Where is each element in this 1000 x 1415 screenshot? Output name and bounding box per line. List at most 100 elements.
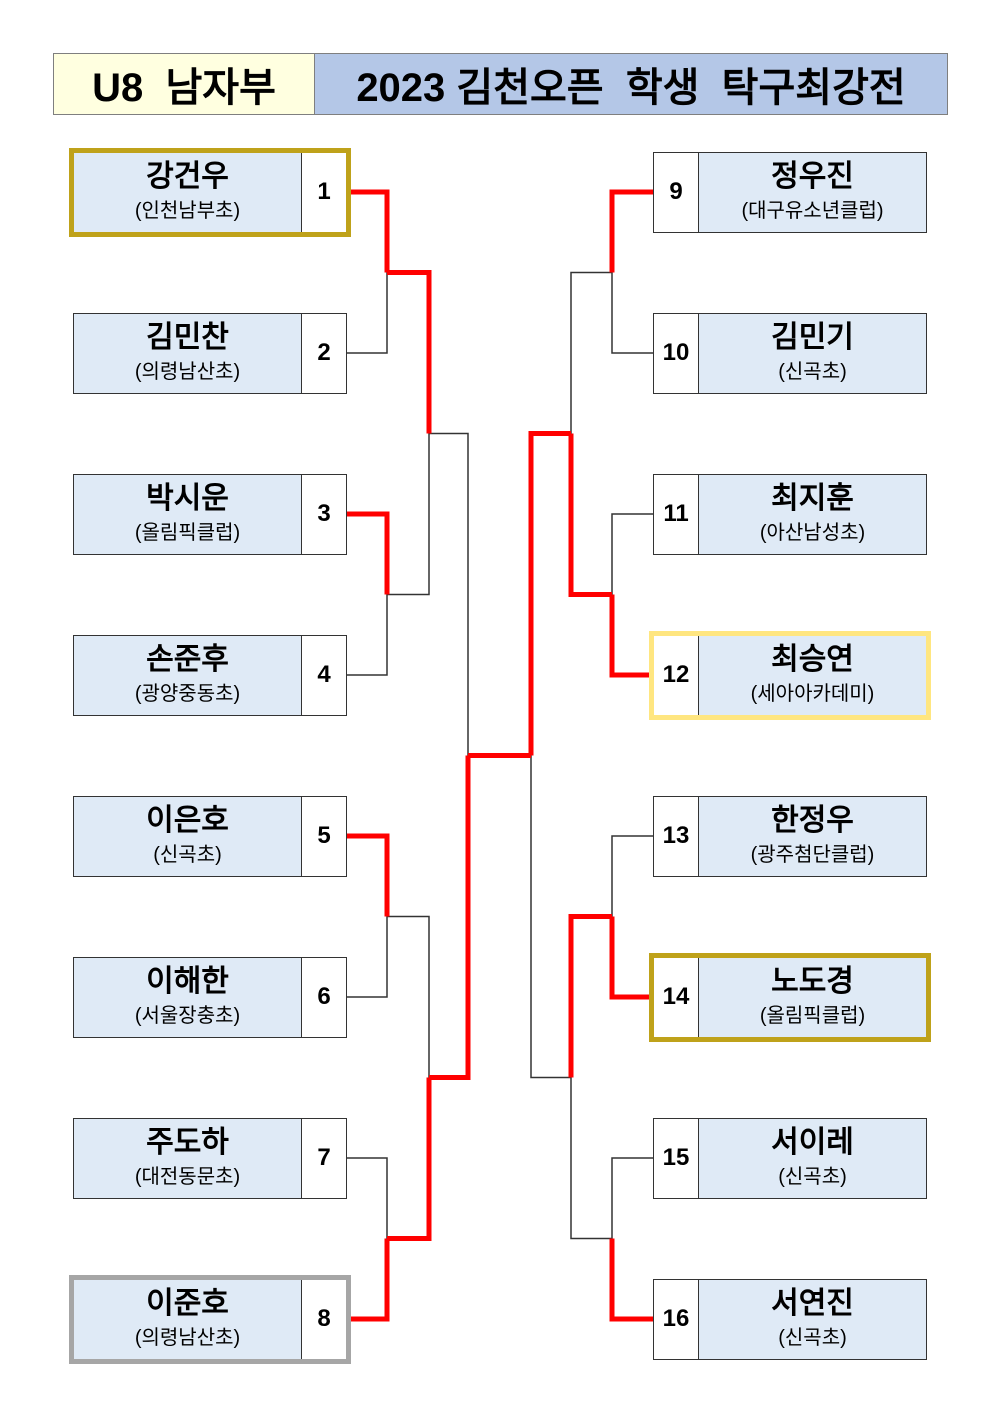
player-seed: 2 <box>317 339 331 366</box>
division-label: U8 남자부 <box>53 53 315 115</box>
player-club: (올림픽클럽) <box>759 1005 866 1027</box>
player-club: (광양중동초) <box>134 683 241 705</box>
player-seed: 4 <box>317 661 331 688</box>
player-name: 박시운 <box>146 482 229 515</box>
bracket-line-r16 <box>609 189 653 273</box>
player-seed: 3 <box>317 500 331 527</box>
bracket-line-r16 <box>347 1157 388 1239</box>
player-name-box: 이준호 (의령남산초) <box>74 1279 302 1359</box>
player-7: 주도하 (대전동문초) 7 <box>73 1117 347 1199</box>
player-12: 12 최승연(세아아카데미) <box>653 634 927 716</box>
bracket-line-r16 <box>347 833 390 917</box>
bracket-line-r16 <box>611 1157 653 1239</box>
bracket-line-r16 <box>611 835 653 917</box>
player-name: 손준후 <box>146 643 229 676</box>
player-name-box: 이해한(서울장충초) <box>74 957 302 1037</box>
player-club: (올림픽클럽) <box>134 522 241 544</box>
bracket-line-r16 <box>609 1238 653 1322</box>
player-club: (세아아카데미) <box>750 683 875 705</box>
bracket-line-sf <box>429 432 469 756</box>
player-name-box: 한정우 (광주첨단클럽) <box>698 796 926 876</box>
bracket-line-sf <box>429 755 471 1080</box>
bracket-line-r16 <box>609 916 653 1000</box>
player-club: (신곡초) <box>778 1327 847 1349</box>
player-name-box: 정우진 (대구유소년클럽) <box>698 152 926 232</box>
bracket-line-qf <box>387 915 430 1078</box>
player-club: (대전동문초) <box>134 1166 241 1188</box>
player-name: 노도경 <box>771 965 854 998</box>
bracket-line-r16 <box>347 272 388 354</box>
bracket-line-qf <box>387 270 432 434</box>
player-club: (의령남산초) <box>134 361 241 383</box>
player-name-box: 강건우(인천남부초) <box>74 152 302 232</box>
title-text: 2023 김천오픈 학생 탁구최강전 <box>356 66 906 110</box>
player-10: 10 김민기(신곡초) <box>653 312 927 394</box>
player-16: 16 서연진(신곡초) <box>653 1278 927 1360</box>
player-name-box: 주도하 (대전동문초) <box>74 1118 302 1198</box>
player-club: (신곡초) <box>778 1166 847 1188</box>
player-club: (아산남성초) <box>759 522 866 544</box>
player-name-box: 노도경 (올림픽클럽) <box>698 957 926 1037</box>
bracket-line-qf <box>387 1077 432 1241</box>
bracket-line-r16 <box>347 594 388 676</box>
player-seed: 12 <box>662 661 690 688</box>
player-seed: 7 <box>317 1144 331 1171</box>
bracket-line-qf <box>568 433 612 597</box>
bracket-line-r16 <box>347 916 388 998</box>
player-9: 9 정우진 (대구유소년클럽) <box>653 151 927 233</box>
bracket-line-r16 <box>611 272 653 354</box>
bracket-line-qf <box>387 433 430 596</box>
player-seed: 6 <box>317 983 331 1010</box>
player-seed: 1 <box>317 178 331 205</box>
player-name-box: 박시운 (올림픽클럽) <box>74 474 302 554</box>
player-3: 박시운 (올림픽클럽) 3 <box>73 473 347 555</box>
player-13: 13 한정우 (광주첨단클럽) <box>653 795 927 877</box>
player-15: 15 서이레 (신곡초) <box>653 1117 927 1199</box>
player-name: 정우진 <box>771 160 854 193</box>
player-club: (대구유소년클럽) <box>741 200 884 222</box>
player-1: 강건우(인천남부초) 1 <box>73 151 347 233</box>
player-seed: 9 <box>669 178 683 205</box>
player-2: 김민찬 (의령남산초) 2 <box>73 312 347 394</box>
bracket-line-r16 <box>611 513 653 595</box>
player-name-box: 최승연(세아아카데미) <box>698 635 926 715</box>
player-name: 강건우 <box>146 160 229 193</box>
player-name: 한정우 <box>771 804 854 837</box>
bracket-line-r16 <box>347 1238 390 1322</box>
player-name-box: 최지훈 (아산남성초) <box>698 474 926 554</box>
bracket-line-qf <box>570 271 612 434</box>
player-name: 이해한 <box>146 965 229 998</box>
player-seed: 10 <box>662 339 690 366</box>
bracket-line-r16 <box>609 594 653 678</box>
player-name: 서이레 <box>771 1126 854 1159</box>
bracket-line-r16 <box>347 511 390 595</box>
player-seed: 5 <box>317 822 331 849</box>
player-name-box: 서이레 (신곡초) <box>698 1118 926 1198</box>
player-club: (신곡초) <box>153 844 222 866</box>
player-4: 손준후 (광양중동초) 4 <box>73 634 347 716</box>
bracket-line-qf <box>568 914 612 1078</box>
player-name-box: 김민찬 (의령남산초) <box>74 313 302 393</box>
player-name-box: 김민기(신곡초) <box>698 313 926 393</box>
division-text: U8 남자부 <box>92 66 276 110</box>
player-seed: 16 <box>662 1305 690 1332</box>
player-name: 김민찬 <box>146 321 229 354</box>
tournament-title: 2023 김천오픈 학생 탁구최강전 <box>314 53 948 115</box>
player-name: 주도하 <box>146 1126 229 1159</box>
player-name-box: 손준후 (광양중동초) <box>74 635 302 715</box>
player-6: 이해한(서울장충초) 6 <box>73 956 347 1038</box>
bracket-line-r16 <box>347 189 390 273</box>
player-name: 이준호 <box>146 1287 229 1320</box>
player-club: (의령남산초) <box>134 1327 241 1349</box>
player-seed: 15 <box>662 1144 690 1171</box>
player-seed: 13 <box>662 822 690 849</box>
player-club: (신곡초) <box>778 361 847 383</box>
player-name: 최지훈 <box>771 482 854 515</box>
player-name-box: 서연진(신곡초) <box>698 1279 926 1359</box>
player-club: (광주첨단클럽) <box>750 844 875 866</box>
player-name: 이은호 <box>146 804 229 837</box>
player-name-box: 이은호 (신곡초) <box>74 796 302 876</box>
